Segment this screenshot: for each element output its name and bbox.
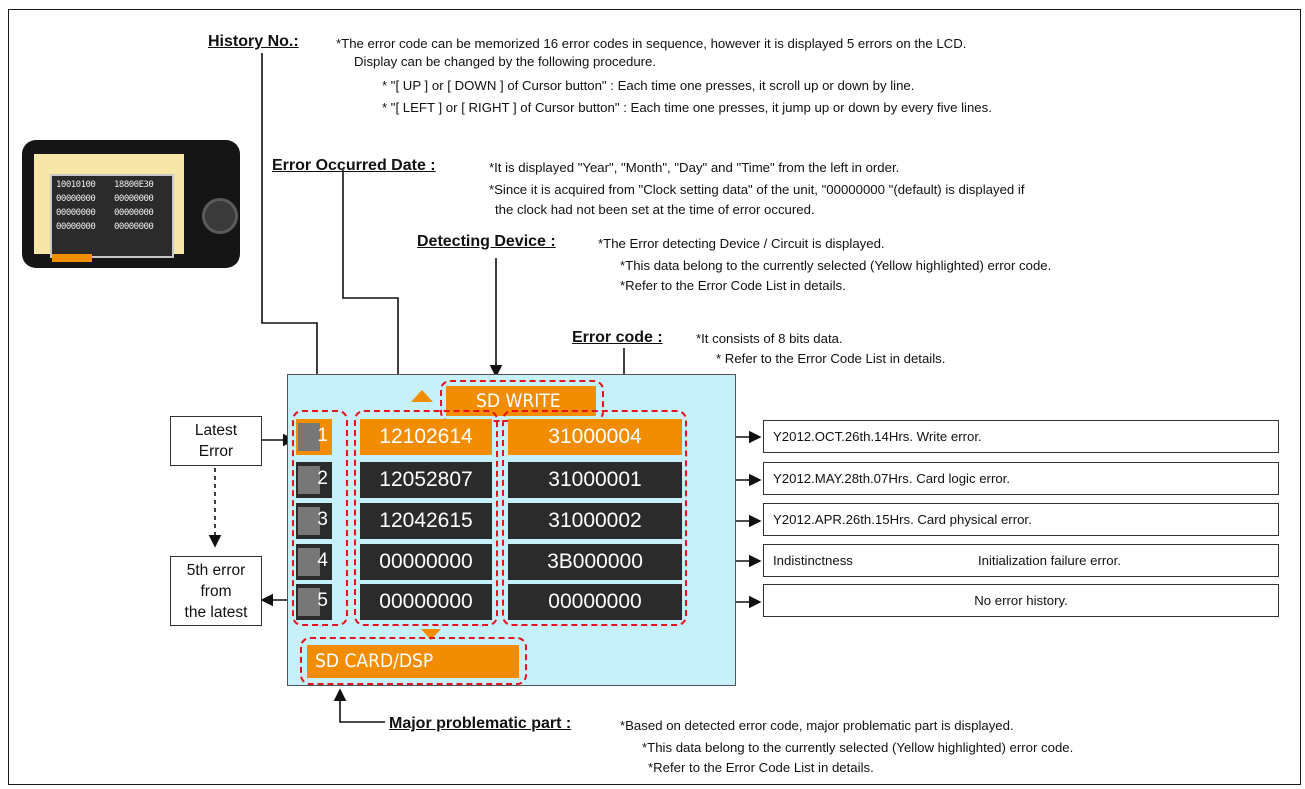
device-note-3: *Refer to the Error Code List in details… (620, 278, 846, 293)
code-column-highlight (502, 410, 687, 626)
history-number: 2 (317, 468, 328, 489)
error-date-cell: 00000000 (360, 584, 492, 620)
fifth-error-box: 5th error from the latest (170, 556, 262, 626)
result-text: Indistinctness (773, 553, 853, 568)
camera-cell: 00000000 (114, 208, 154, 218)
camera-cell: 00000000 (56, 222, 96, 232)
history-number: 1 (317, 425, 328, 446)
date-note-1: *It is displayed "Year", "Month", "Day" … (489, 160, 900, 175)
camera-cell: 00000000 (56, 194, 96, 204)
camera-cell: 00000000 (114, 222, 154, 232)
diagram-frame (8, 9, 1301, 785)
camera-photo: 10010100 18800E30 00000000 00000000 0000… (22, 140, 240, 268)
error-code-cell: 31000002 (508, 503, 682, 539)
camera-screen-bar (52, 254, 92, 262)
code-label: Error code : (572, 329, 663, 346)
camera-cell: 00000000 (56, 208, 96, 218)
major-note-1: *Based on detected error code, major pro… (620, 718, 1014, 733)
code-note-1: *It consists of 8 bits data. (696, 331, 843, 346)
history-note-1: *The error code can be memorized 16 erro… (336, 36, 967, 51)
date-column-highlight (354, 410, 498, 626)
scroll-up-icon (411, 390, 433, 402)
latest-error-line: Latest (194, 422, 238, 439)
history-number-square (298, 548, 320, 576)
history-note-3: * "[ UP ] or [ DOWN ] of Cursor button" … (382, 78, 915, 93)
error-code-cell: 00000000 (508, 584, 682, 620)
result-text: Initialization failure error. (978, 553, 1121, 568)
history-number-square (298, 507, 320, 535)
result-text: No error history. (974, 593, 1068, 608)
fifth-error-line: 5th error (186, 562, 246, 579)
history-number-cell: 5 (296, 584, 332, 620)
latest-error-line: Error (198, 443, 234, 460)
history-number-square (298, 423, 320, 451)
fifth-error-line: the latest (184, 604, 248, 621)
history-number-square (298, 466, 320, 494)
camera-cell: 00000000 (114, 194, 154, 204)
device-note-1: *The Error detecting Device / Circuit is… (598, 236, 885, 251)
result-text: Y2012.OCT.26th.14Hrs. Write error. (773, 429, 982, 444)
scroll-down-icon (421, 629, 441, 640)
result-box: Y2012.OCT.26th.14Hrs. Write error. (763, 420, 1279, 453)
error-code-cell: 31000001 (508, 462, 682, 498)
error-date-cell: 12052807 (360, 462, 492, 498)
device-note-2: *This data belong to the currently selec… (620, 258, 1052, 273)
major-label: Major problematic part : (389, 715, 572, 732)
result-text: Y2012.APR.26th.15Hrs. Card physical erro… (773, 512, 1032, 527)
history-number-cell: 2 (296, 462, 332, 498)
error-date-cell: 12102614 (360, 419, 492, 455)
major-part-tag: SD CARD/DSP (307, 645, 519, 678)
device-label: Detecting Device : (417, 233, 556, 250)
date-label: Error Occurred Date : (272, 157, 436, 174)
history-number: 5 (317, 590, 328, 611)
result-box: No error history. (763, 584, 1279, 617)
part-highlight (300, 637, 527, 685)
result-box: Indistinctness Initialization failure err… (763, 544, 1279, 577)
history-number: 3 (317, 509, 328, 530)
history-number-square (298, 588, 320, 616)
history-number-cell: 1 (296, 419, 332, 455)
date-note-2: *Since it is acquired from "Clock settin… (489, 182, 1025, 197)
camera-screen-table: 10010100 18800E30 00000000 00000000 0000… (50, 174, 174, 258)
camera-dial-icon (202, 198, 238, 234)
history-number-cell: 3 (296, 503, 332, 539)
history-number-cell: 4 (296, 544, 332, 580)
error-code-cell: 3B000000 (508, 544, 682, 580)
error-date-cell: 12042615 (360, 503, 492, 539)
history-number: 4 (317, 550, 328, 571)
error-date-cell: 00000000 (360, 544, 492, 580)
camera-screen: 10010100 18800E30 00000000 00000000 0000… (34, 154, 184, 262)
history-note-4: * "[ LEFT ] or [ RIGHT ] of Cursor butto… (382, 100, 992, 115)
date-note-3: the clock had not been set at the time o… (495, 202, 815, 217)
history-column-highlight (292, 410, 348, 626)
code-note-2: * Refer to the Error Code List in detail… (716, 351, 946, 366)
major-note-2: *This data belong to the currently selec… (642, 740, 1074, 755)
result-box: Y2012.APR.26th.15Hrs. Card physical erro… (763, 503, 1279, 536)
history-note-2: Display can be changed by the following … (354, 54, 657, 69)
camera-cell: 10010100 (56, 180, 96, 190)
camera-cell: 18800E30 (114, 180, 154, 190)
result-box: Y2012.MAY.28th.07Hrs. Card logic error. (763, 462, 1279, 495)
result-text: Y2012.MAY.28th.07Hrs. Card logic error. (773, 471, 1011, 486)
major-note-3: *Refer to the Error Code List in details… (648, 760, 874, 775)
history-label: History No.: (208, 33, 299, 50)
error-code-cell: 31000004 (508, 419, 682, 455)
fifth-error-line: from (200, 583, 232, 600)
latest-error-box: Latest Error (170, 416, 262, 466)
